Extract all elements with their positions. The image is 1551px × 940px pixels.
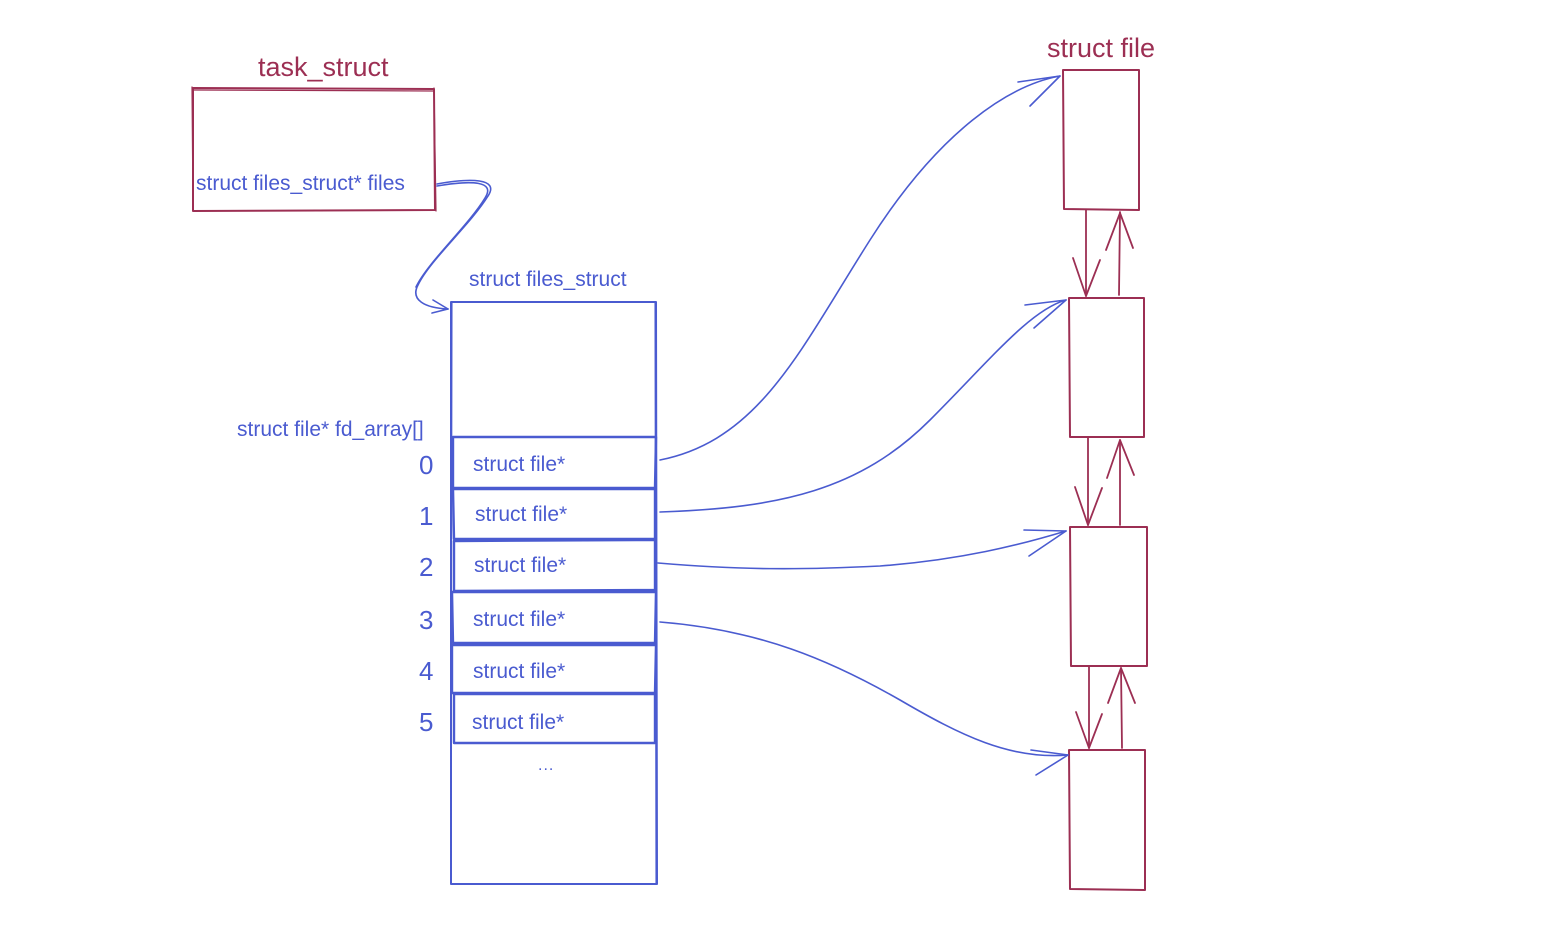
- fd-index-4: 4: [419, 656, 434, 686]
- task-struct-title: task_struct: [258, 52, 389, 82]
- fd-pointer-arrows: [657, 75, 1069, 776]
- task-struct-box: [191, 86, 437, 212]
- fd-index-5: 5: [419, 707, 434, 737]
- fd-slot-0-label: struct file*: [473, 453, 566, 476]
- files-pointer-arrow: [415, 179, 492, 314]
- fd3-pointer-arrow: [659, 621, 1069, 757]
- fd-index-1: 1: [419, 501, 434, 531]
- struct-file-title: struct file: [1047, 33, 1156, 63]
- fd-slot-2-box: [452, 538, 657, 593]
- fd-slot-3-label: struct file*: [473, 608, 566, 631]
- struct-file-node-3: [1069, 526, 1148, 667]
- fd-array-ellipsis: ...: [538, 757, 555, 774]
- fd-slot-1-label: struct file*: [475, 503, 568, 526]
- struct-file-node-2: [1068, 297, 1145, 438]
- fd-array-label: struct file* fd_array[]: [237, 418, 424, 441]
- fd-index-3: 3: [419, 605, 434, 635]
- struct-file-nodes: [1062, 69, 1148, 891]
- fd-array-slots: [450, 435, 658, 745]
- fd-index-2: 2: [419, 552, 434, 582]
- fd-slot-2-label: struct file*: [474, 554, 567, 577]
- fd-slot-3-box: [450, 590, 658, 645]
- fd1-pointer-arrow: [659, 299, 1067, 513]
- fd-slot-4-label: struct file*: [473, 660, 566, 683]
- list-links: [1072, 209, 1136, 749]
- struct-file-node-1: [1062, 69, 1140, 211]
- files-struct-title: struct files_struct: [469, 268, 627, 291]
- fd2-pointer-arrow: [657, 530, 1067, 570]
- struct-file-node-4: [1068, 749, 1146, 891]
- fd-index-0: 0: [419, 450, 434, 480]
- fd0-pointer-arrow: [659, 75, 1061, 461]
- files-field-label: struct files_struct* files: [196, 172, 405, 195]
- fd-slot-5-box: [452, 692, 657, 745]
- fd-slot-5-label: struct file*: [472, 711, 565, 734]
